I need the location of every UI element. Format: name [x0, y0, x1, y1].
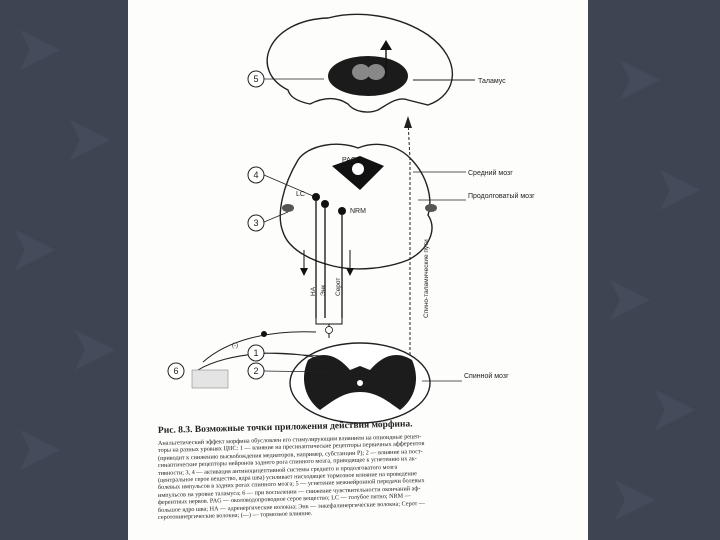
marker-3-label: 3	[253, 218, 258, 228]
pag-label: PAG	[342, 157, 356, 164]
fiber-sert-label: Серот	[335, 278, 342, 296]
figure-caption-body: Анальгетический эффект морфина обусловле…	[158, 440, 568, 521]
afferent-mark: (-)	[232, 343, 238, 349]
fiber-enk-label: Энк	[320, 285, 327, 296]
nrm-label: NRM	[350, 208, 366, 215]
spinal-cord-label: Спинной мозг	[464, 372, 509, 380]
marker-2-label: 2	[253, 366, 258, 376]
marker-4-label: 4	[253, 170, 258, 180]
lc-nucleus	[312, 193, 320, 201]
tract-label: Спино-таламические пути	[423, 239, 430, 318]
marker-5-label: 5	[253, 74, 258, 84]
midbrain-label: Средний мозг	[468, 169, 513, 177]
marker-6-label: 6	[173, 366, 178, 376]
medulla-label: Продолговатый мозг	[468, 192, 535, 200]
marker-1-label: 1	[253, 348, 258, 358]
thalamus-label: Таламус	[478, 78, 506, 85]
fiber-ha-label: НА	[310, 286, 317, 296]
nrm-nucleus	[338, 207, 346, 215]
slide-page: 5 PAG LC NRM 4 3 НА Энк Серот	[128, 0, 588, 540]
skin-receptor	[192, 370, 228, 388]
